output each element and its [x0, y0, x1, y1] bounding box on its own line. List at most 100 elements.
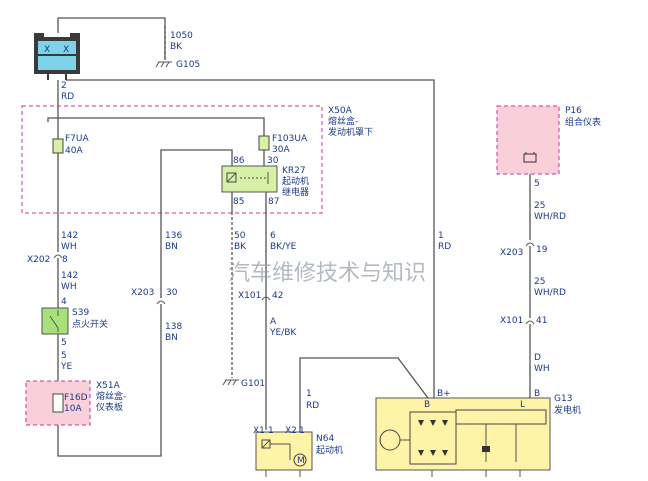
connector-x203-right-pin: 19 [536, 245, 548, 255]
fuse-f16d-rating: 10A [64, 404, 82, 414]
ground-icon [222, 379, 239, 386]
gen-pin-b-right: B [534, 389, 540, 399]
wire-a-num: A [270, 317, 277, 327]
wire-d-color: WH [534, 364, 550, 374]
wire-1050-color: BK [170, 42, 183, 52]
wire-138-color: BN [165, 333, 178, 343]
starter-n64: M [255, 431, 313, 477]
fuse-f7ua-id: F7UA [65, 134, 89, 144]
connector-x203-right-id: X203 [500, 248, 523, 258]
wire-25a-num: 25 [534, 201, 545, 211]
generator-g13 [375, 397, 551, 477]
cluster-pin-5: 5 [534, 179, 540, 189]
fuse-f103ua-id: F103UA [272, 134, 308, 144]
cluster-p16-id: P16 [565, 106, 582, 116]
gen-pin-bplus: B+ [437, 389, 451, 399]
wire-1-rd-short-num: 1 [306, 389, 312, 399]
wire-50-color: BK [234, 242, 247, 252]
wire-1-rd-long-num: 1 [438, 231, 444, 241]
fuse-f16d-id: F16D [64, 393, 88, 403]
starter-conn-x2-id: X2 [285, 426, 297, 436]
fuse-f7ua [52, 138, 64, 154]
starter-conn-x1-id: X1 [253, 426, 265, 436]
fusebox-x51a-name1: 熔丝盒- [96, 390, 126, 402]
starter-n64-name: 起动机 [316, 444, 343, 456]
fusebox-x50a-name1: 熔丝盒- [328, 115, 358, 127]
wire-1050-num: 1050 [170, 31, 193, 41]
connector-x203-right-icon [525, 242, 535, 247]
wire-138-num: 138 [165, 322, 182, 332]
svg-text:X: X [63, 45, 69, 55]
relay-kr27-name2: 继电器 [282, 186, 309, 198]
wire-142b-num: 142 [61, 271, 78, 281]
relay-kr27-name1: 起动机 [282, 175, 309, 187]
connector-x202-pin: 8 [62, 255, 68, 265]
wire-25b-color: WH/RD [534, 288, 566, 298]
wire-136-num: 136 [165, 231, 182, 241]
gen-pin-b-inner: B [424, 400, 430, 410]
fusebox-x50a-id: X50A [328, 106, 353, 116]
svg-text:X: X [44, 45, 50, 55]
relay-kr27 [221, 165, 278, 193]
connector-x101-right-icon [525, 320, 535, 325]
switch-s39-pin5: 5 [61, 338, 67, 348]
connector-x203-id: X203 [131, 288, 154, 298]
switch-s39-id: S39 [72, 308, 89, 318]
fuse-f7ua-rating: 40A [65, 146, 83, 156]
wire-5-num: 5 [61, 351, 67, 361]
starter-conn-x2-pin: 1 [299, 426, 305, 436]
relay-kr27-id: KR27 [282, 166, 306, 176]
wire-142a-color: WH [61, 242, 77, 252]
gen-pin-l: L [520, 400, 525, 410]
ground-g101-label: G101 [241, 379, 265, 389]
fuse-f103ua [258, 135, 270, 151]
connector-x101-icon [261, 296, 271, 301]
wire-5-color: YE [60, 362, 72, 372]
wire-142b-color: WH [61, 282, 77, 292]
svg-text:M: M [297, 456, 305, 466]
generator-g13-id: G13 [554, 394, 572, 404]
battery: X X [34, 33, 80, 80]
wire-2-num: 2 [61, 81, 67, 91]
cluster-p16-name: 组合仪表 [565, 116, 601, 128]
relay-pin-86: 86 [233, 156, 245, 166]
switch-s39 [41, 307, 69, 335]
wire-1-rd-long-color: RD [438, 242, 451, 252]
ground-g105-label: G105 [176, 60, 200, 70]
ground-icon [155, 61, 172, 68]
wire-d-num: D [534, 353, 541, 363]
wire-25a-color: WH/RD [534, 212, 566, 222]
fuse-f103ua-rating: 30A [272, 145, 290, 155]
starter-conn-x1-pin: 1 [268, 426, 274, 436]
cluster-p16 [496, 105, 560, 175]
wire-142a-num: 142 [61, 231, 78, 241]
connector-x203-pin: 30 [166, 288, 178, 298]
generator-g13-name: 发电机 [554, 404, 581, 416]
wire-50-num: 50 [234, 231, 246, 241]
relay-pin-30: 30 [267, 156, 279, 166]
switch-s39-pin4: 4 [61, 297, 67, 307]
fusebox-x50a-name2: 发动机罩下 [328, 126, 373, 138]
fusebox-x51a-id: X51A [96, 381, 121, 391]
connector-x101-id: X101 [238, 291, 261, 301]
fusebox-x50a [21, 105, 323, 214]
wire-2-color: RD [61, 92, 74, 102]
wire-25b-num: 25 [534, 277, 545, 287]
wire-6-num: 6 [270, 231, 276, 241]
connector-x202-id: X202 [27, 255, 50, 265]
watermark-text: 汽车维修技术与知识 [228, 261, 426, 286]
wire-a-color: YE/BK [269, 328, 297, 338]
wire-6-color: BK/YE [270, 242, 297, 252]
wire-136-color: BN [165, 242, 178, 252]
battery-warning-icon [523, 152, 537, 163]
fuse-f16d [52, 393, 64, 413]
switch-s39-name: 点火开关 [72, 318, 108, 330]
connector-x202-icon [53, 254, 63, 259]
relay-pin-87: 87 [268, 197, 279, 207]
connector-x203-icon [156, 300, 166, 305]
connector-x101-pin: 42 [272, 291, 283, 301]
fusebox-x51a-name2: 仪表板 [96, 401, 123, 413]
connector-x101-right-id: X101 [500, 316, 523, 326]
starter-n64-id: N64 [316, 434, 334, 444]
